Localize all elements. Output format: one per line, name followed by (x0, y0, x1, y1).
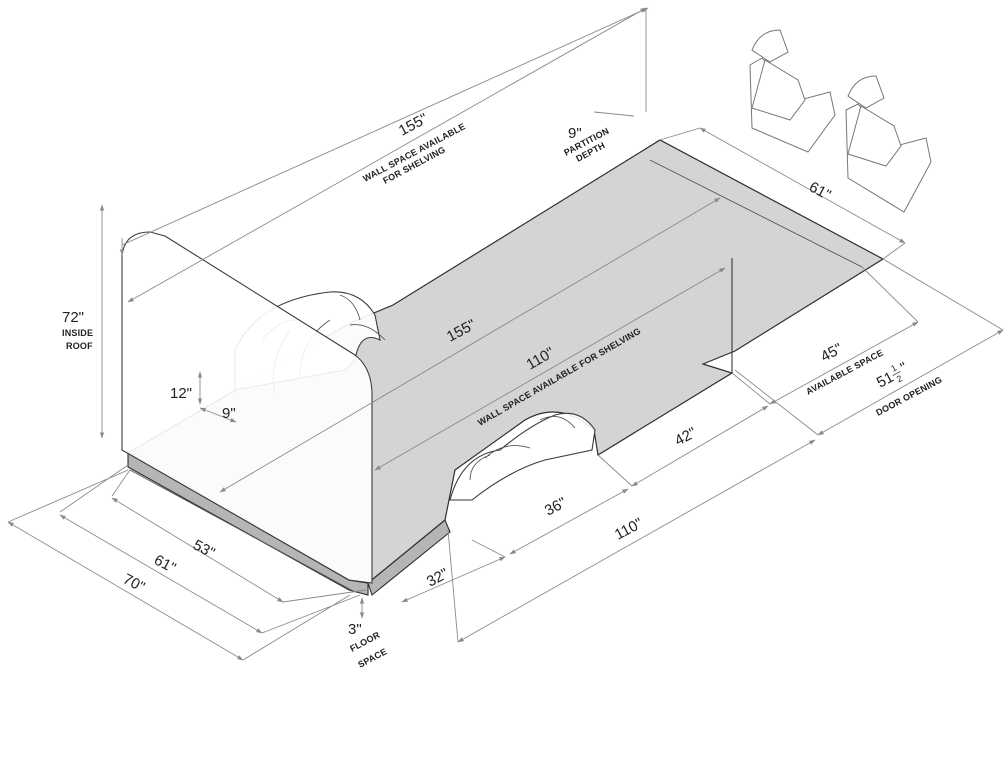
front-seat-left (749, 29, 836, 153)
dim-line-partition (593, 8, 647, 117)
label-inside-roof-72: 72" (62, 309, 84, 326)
dim-line-wall-110 (374, 267, 726, 471)
dim-line-door-51 (817, 329, 1004, 436)
label-width-70: 70" (120, 571, 147, 596)
svg-text:1: 1 (889, 363, 898, 374)
label-wheel-12: 12" (170, 385, 192, 402)
label-wall-top-155: 155" (396, 110, 431, 139)
dim-line-available-45 (769, 321, 919, 405)
label-wheel-9: 9" (222, 405, 236, 422)
label-side-32: 32" (424, 565, 451, 590)
label-side-42: 42" (672, 424, 699, 449)
label-floor-space-3: 3" (348, 621, 362, 638)
caption-inside-roof-1: INSIDE (62, 328, 93, 338)
label-available-45: 45" (818, 340, 845, 365)
dimension-lines (7, 8, 1004, 661)
svg-text:51: 51 (874, 369, 897, 392)
label-side-36: 36" (542, 494, 569, 519)
caption-inside-roof-2: ROOF (66, 341, 93, 351)
front-seat-right (845, 75, 932, 213)
dim-line-side-36 (509, 488, 629, 555)
label-side-110: 110" (612, 515, 646, 544)
dim-line-rear-61 (699, 127, 906, 244)
label-width-61: 61" (151, 552, 178, 577)
dim-line-width-70 (7, 521, 244, 661)
label-partition-9: 9" (568, 125, 582, 142)
dim-line-side-110 (457, 439, 816, 643)
dim-line-width-61 (59, 514, 263, 634)
label-rear-61: 61" (806, 179, 833, 204)
label-door-opening: 51 1 2 " (874, 359, 910, 392)
caption-floor-space-2: SPACE (356, 646, 388, 670)
label-width-53: 53" (190, 537, 217, 562)
svg-text:2: 2 (895, 373, 904, 384)
